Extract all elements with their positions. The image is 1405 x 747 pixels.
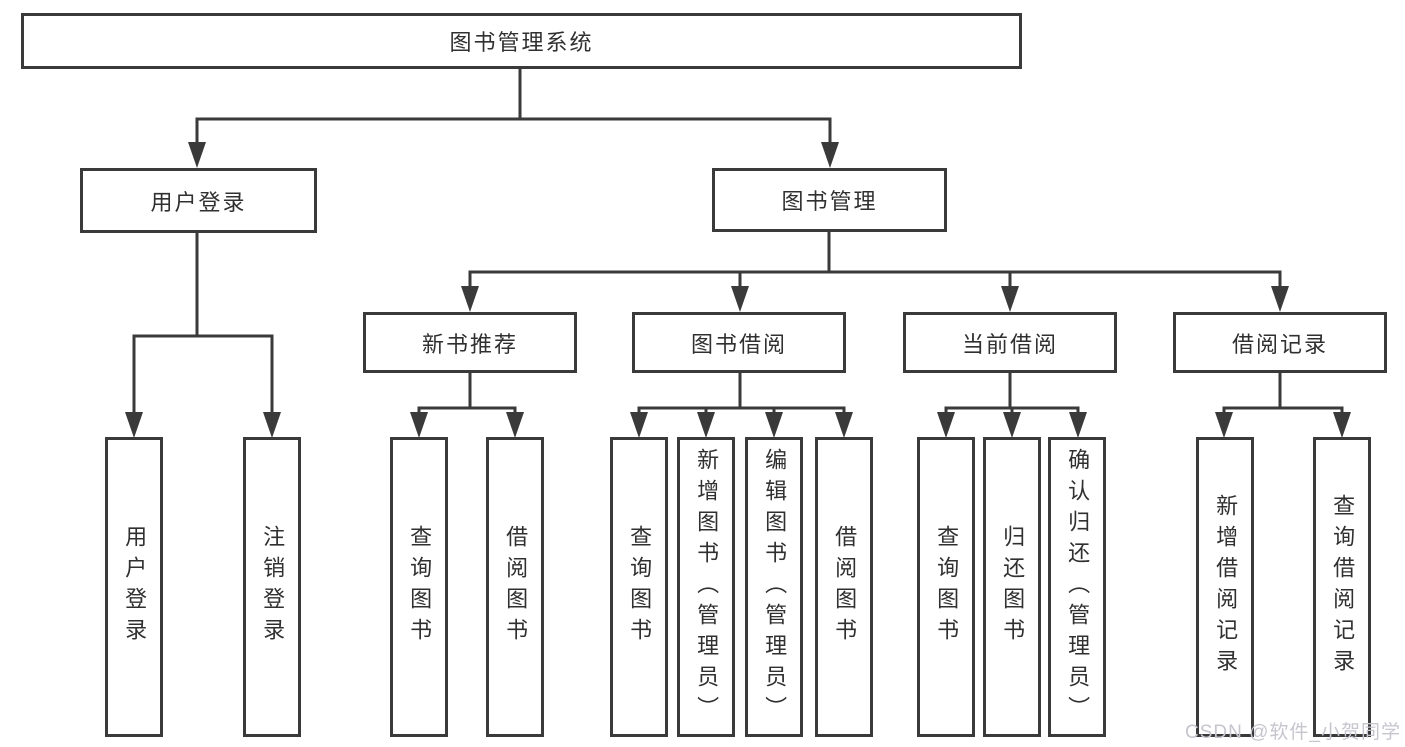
leaf-current-confirm-return-admin-label: 确认归还（管理员）: [1065, 447, 1091, 727]
node-new-book-recommend: 新书推荐: [363, 312, 577, 373]
node-user-login: 用户登录: [80, 168, 317, 233]
leaf-borrow-query-books: 查询图书: [610, 437, 668, 737]
leaf-records-query-record-label: 查询借阅记录: [1330, 494, 1356, 680]
leaf-borrow-borrow-books-label: 借阅图书: [832, 525, 858, 649]
leaf-records-add-record: 新增借阅记录: [1196, 437, 1254, 737]
leaf-newrec-query-books: 查询图书: [390, 437, 448, 737]
node-book-borrow-label: 图书借阅: [690, 331, 787, 357]
node-new-book-recommend-label: 新书推荐: [421, 331, 518, 357]
leaf-records-add-record-label: 新增借阅记录: [1213, 494, 1239, 680]
leaf-newrec-query-books-label: 查询图书: [407, 525, 433, 649]
leaf-borrow-edit-books-admin-label: 编辑图书（管理员）: [762, 447, 788, 727]
node-book-borrow: 图书借阅: [632, 312, 846, 373]
leaf-logout: 注销登录: [243, 437, 301, 737]
leaf-current-query-books: 查询图书: [917, 437, 975, 737]
leaf-current-confirm-return-admin: 确认归还（管理员）: [1048, 437, 1106, 737]
leaf-current-query-books-label: 查询图书: [934, 525, 960, 649]
leaf-borrow-add-books-admin: 新增图书（管理员）: [677, 437, 735, 737]
node-book-management-label: 图书管理: [781, 189, 878, 214]
node-book-management: 图书管理: [712, 168, 947, 232]
leaf-borrow-add-books-admin-label: 新增图书（管理员）: [694, 447, 720, 727]
leaf-user-login-label: 用户登录: [122, 525, 148, 649]
leaf-user-login: 用户登录: [105, 437, 163, 737]
node-current-borrow-label: 当前借阅: [961, 331, 1058, 357]
node-root-system: 图书管理系统: [21, 13, 1022, 69]
leaf-borrow-query-books-label: 查询图书: [627, 525, 653, 649]
leaf-newrec-borrow-books: 借阅图书: [486, 437, 544, 737]
leaf-newrec-borrow-books-label: 借阅图书: [503, 525, 529, 649]
node-borrow-records: 借阅记录: [1173, 312, 1387, 373]
node-borrow-records-label: 借阅记录: [1231, 331, 1328, 357]
node-current-borrow: 当前借阅: [903, 312, 1117, 373]
arrowheads: [125, 142, 1351, 438]
leaf-records-query-record: 查询借阅记录: [1313, 437, 1371, 737]
leaf-borrow-borrow-books: 借阅图书: [815, 437, 873, 737]
node-root-label: 图书管理系统: [449, 30, 594, 55]
leaf-current-return-books: 归还图书: [983, 437, 1041, 737]
leaf-borrow-edit-books-admin: 编辑图书（管理员）: [745, 437, 803, 737]
leaf-logout-label: 注销登录: [260, 525, 286, 649]
csdn-watermark: CSDN @软件_小贺同学: [1185, 722, 1401, 743]
node-user-login-label: 用户登录: [150, 189, 247, 215]
leaf-current-return-books-label: 归还图书: [1000, 525, 1026, 649]
